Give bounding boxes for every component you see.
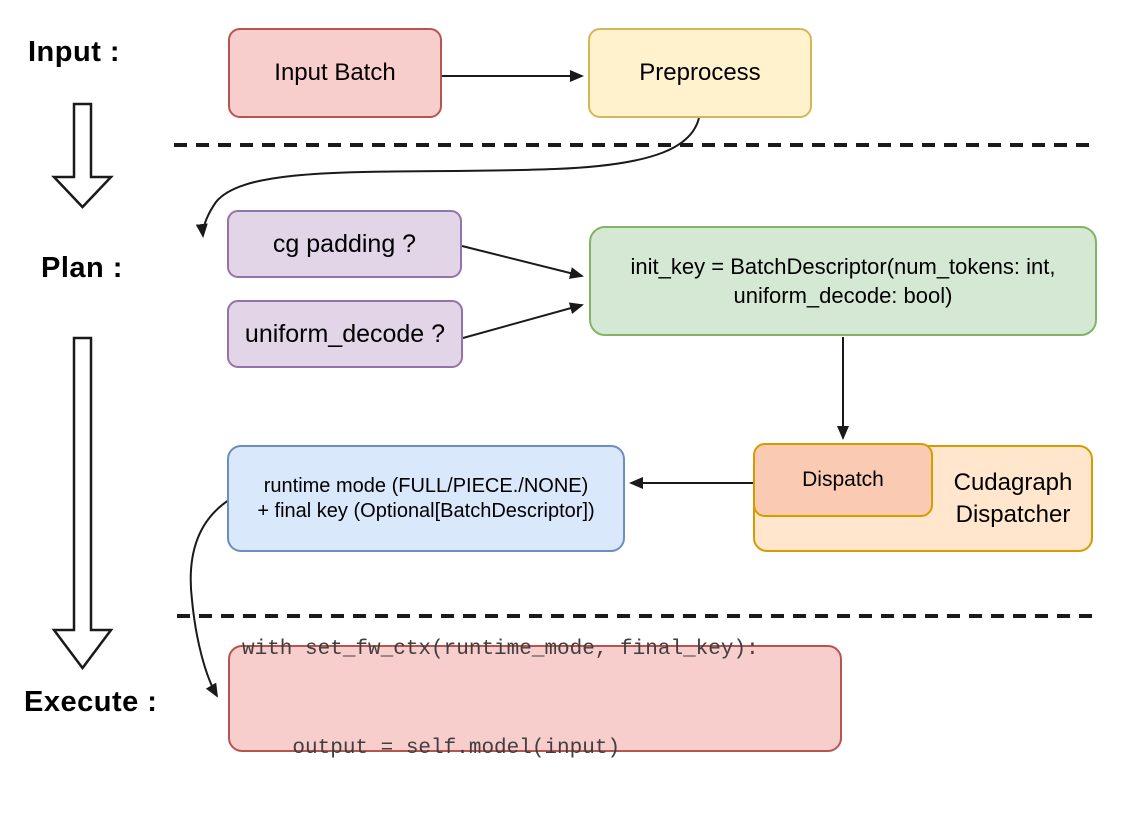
node-cg-padding-label: cg padding ?: [272, 229, 417, 258]
node-preprocess: Preprocess: [588, 28, 812, 118]
node-runtime-mode-line2: + final key (Optional[BatchDescriptor]): [257, 499, 595, 522]
node-uniform-decode: uniform_decode ?: [227, 300, 463, 368]
node-execute-code: with set_fw_ctx(runtime_mode, final_key)…: [228, 638, 842, 760]
node-runtime-mode: runtime mode (FULL/PIECE./NONE) + final …: [227, 445, 625, 552]
phase-label-input: Input :: [28, 36, 121, 68]
connector-preprocess-cgpadding: [195, 117, 700, 238]
connector-layer: [51, 70, 1097, 698]
node-dispatch-label: Dispatch: [802, 468, 884, 492]
node-cudagraph-dispatcher-line1: Cudagraph: [953, 468, 1073, 496]
node-uniform-decode-label: uniform_decode ?: [244, 319, 446, 348]
phase-arrow-input-to-plan: [51, 102, 114, 209]
node-init-key-line2: uniform_decode: bool): [733, 283, 953, 308]
node-init-key: init_key = BatchDescriptor(num_tokens: i…: [589, 226, 1097, 336]
connector-uniformdecode-initkey: [462, 302, 584, 339]
node-execute-code-line1: with set_fw_ctx(runtime_mode, final_key)…: [242, 637, 759, 661]
phase-label-plan: Plan :: [41, 252, 123, 284]
phase-label-execute: Execute :: [24, 686, 158, 718]
node-init-key-line1: init_key = BatchDescriptor(num_tokens: i…: [630, 254, 1056, 279]
node-cudagraph-dispatcher-line2: Dispatcher: [955, 500, 1071, 528]
flowchart-canvas: Input : Plan : Execute : Input Batch Pre…: [24, 28, 1097, 760]
node-preprocess-label: Preprocess: [639, 59, 761, 87]
node-input-batch-label: Input Batch: [274, 59, 396, 87]
connector-runtimemode-executecode: [189, 497, 233, 698]
node-runtime-mode-line1: runtime mode (FULL/PIECE./NONE): [263, 474, 589, 497]
phase-arrow-plan-to-execute: [51, 336, 114, 671]
node-cg-padding: cg padding ?: [227, 210, 462, 278]
node-input-batch: Input Batch: [228, 28, 442, 118]
node-dispatch: Dispatch: [753, 443, 933, 517]
node-execute-code-line2: output = self.model(input): [242, 736, 621, 760]
connector-cgpadding-initkey: [461, 245, 584, 279]
